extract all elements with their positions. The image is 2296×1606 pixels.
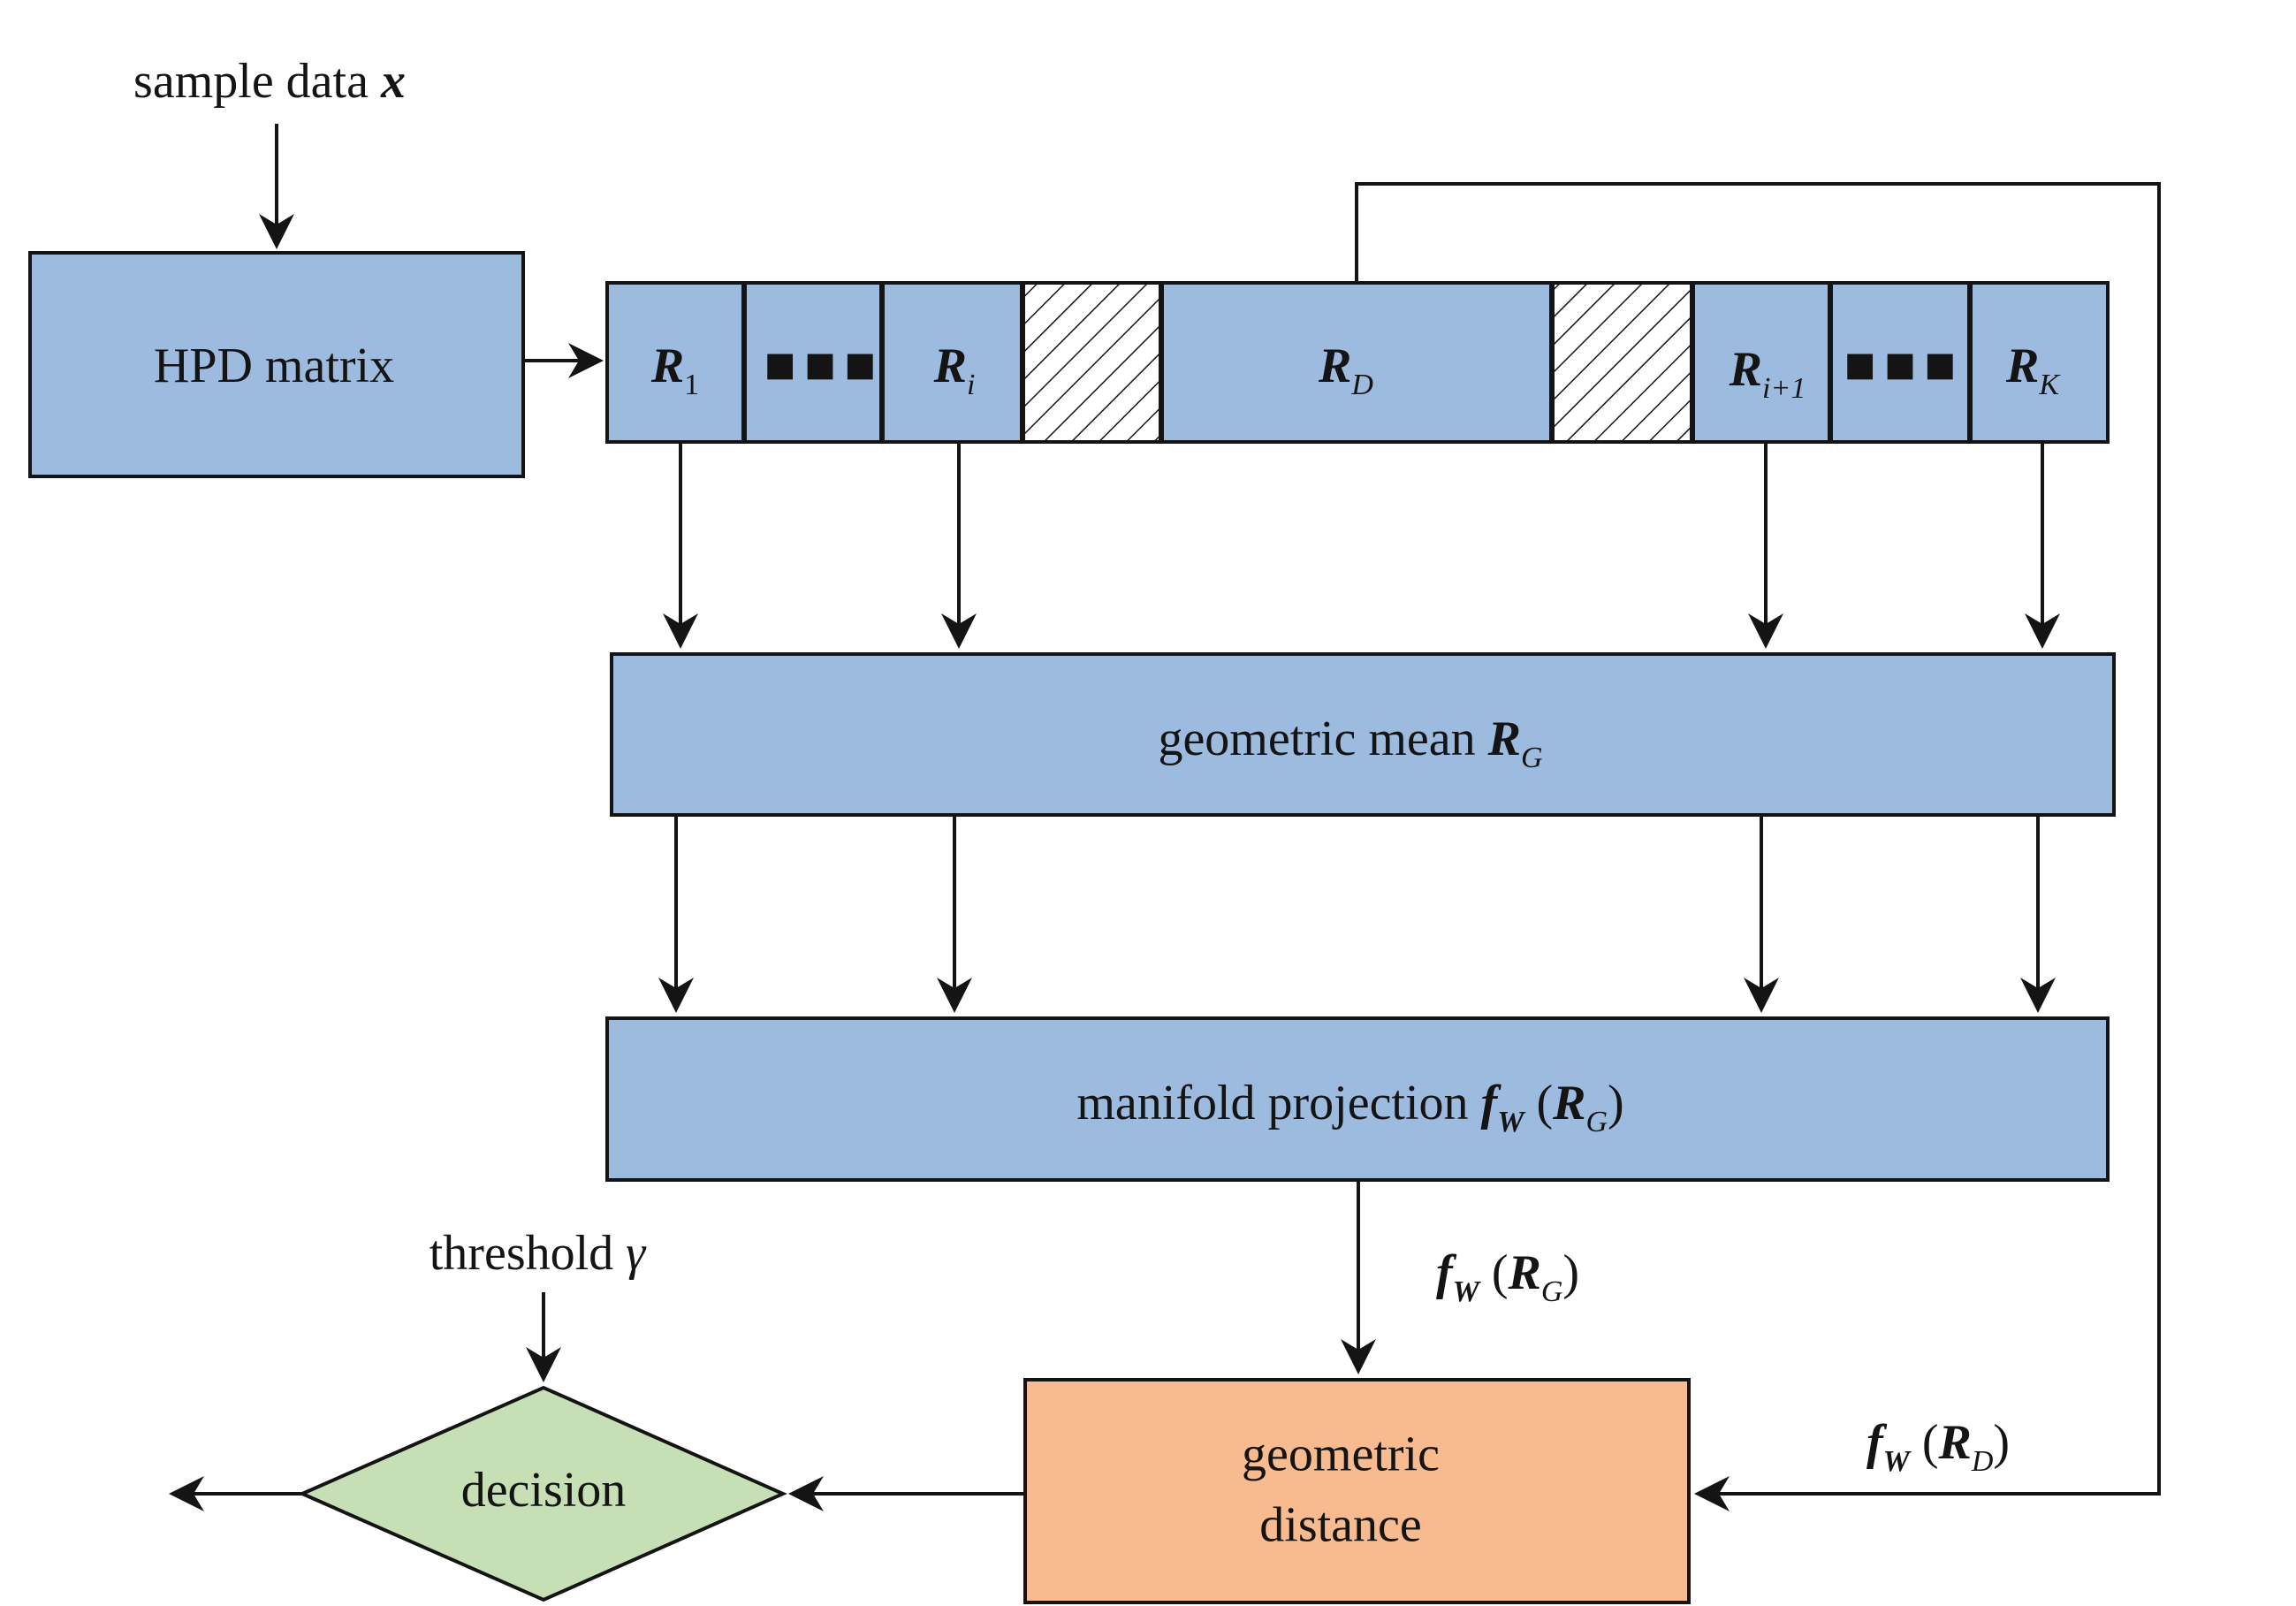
geometric-distance-label: geometric distance	[1242, 1420, 1440, 1560]
fw-rd-main: R	[1938, 1415, 1972, 1470]
cell-rk-main: R	[2005, 339, 2040, 393]
geometric-mean-label: geometric mean RG	[1158, 712, 1542, 773]
cell-rk-label: RK	[2005, 339, 2059, 400]
cell-rd-main: R	[1319, 339, 1352, 393]
cell-r1	[605, 281, 745, 444]
geometric-distance-line1: geometric	[1242, 1427, 1440, 1482]
decision-label: decision	[461, 1465, 627, 1515]
cell-ri-sub: i	[966, 369, 976, 401]
fw-rg-fsub: W	[1452, 1275, 1479, 1308]
threshold-label: threshold γ	[430, 1229, 646, 1278]
projection-sub: G	[1585, 1106, 1608, 1138]
hpd-matrix-text: HPD matrix	[153, 339, 395, 393]
fw-rd-open: (	[1909, 1415, 1939, 1470]
projection-open: (	[1524, 1076, 1554, 1130]
cell-ri-label: Ri	[933, 339, 976, 400]
partition-row	[605, 281, 2110, 444]
cell-r1-label: R1	[650, 339, 699, 400]
projection-f: f	[1480, 1076, 1498, 1130]
geometric-mean-main: R	[1487, 712, 1521, 766]
fw-rg-open: (	[1479, 1245, 1509, 1300]
input-var: x	[380, 54, 406, 109]
decision-text: decision	[460, 1463, 627, 1518]
fw-rg-close: )	[1562, 1245, 1580, 1300]
cell-rd	[1160, 281, 1553, 444]
fw-rd-fsub: W	[1882, 1445, 1910, 1478]
projection-main: R	[1553, 1076, 1586, 1130]
threshold-text: threshold	[429, 1226, 614, 1281]
threshold-var: γ	[626, 1226, 646, 1281]
cell-r1-sub: 1	[684, 369, 700, 401]
manifold-projection-box	[605, 1016, 2110, 1182]
hpd-matrix-box	[28, 251, 525, 478]
cell-rd-label: RD	[1319, 339, 1373, 400]
fw-rd-sub: D	[1971, 1445, 1994, 1478]
cell-ri1	[1692, 281, 1831, 444]
decision-diamond	[298, 1385, 787, 1602]
geometric-mean-text: geometric mean	[1158, 712, 1476, 766]
geometric-distance-line2: distance	[1259, 1497, 1422, 1552]
fw-rg-f: f	[1435, 1245, 1453, 1300]
manifold-projection-label: manifold projection fW (RG)	[1076, 1076, 1624, 1138]
cell-hatched-left	[1022, 281, 1162, 444]
dots-right-text: ▪▪▪	[1843, 332, 1963, 392]
input-label-text: sample data	[133, 54, 369, 109]
arrow-rd-feedback	[1355, 182, 2161, 1511]
cell-r1-main: R	[650, 339, 685, 393]
cell-dots-left-label: ▪▪▪	[763, 337, 883, 388]
cell-rd-sub: D	[1351, 369, 1373, 401]
cell-dots-left	[743, 281, 883, 444]
edge-label-fw-rd: fW (RD)	[1866, 1415, 2011, 1477]
projection-close: )	[1608, 1076, 1624, 1130]
geometric-distance-box	[1023, 1378, 1691, 1604]
fw-rd-f: f	[1866, 1415, 1883, 1470]
cell-hatched-right	[1551, 281, 1693, 444]
connectors	[169, 124, 2161, 1511]
dots-left-text: ▪▪▪	[763, 332, 883, 392]
hpd-matrix-label: HPD matrix	[154, 341, 394, 391]
geometric-mean-sub: G	[1520, 742, 1543, 774]
fw-rg-sub: G	[1540, 1275, 1563, 1308]
manifold-projection-text: manifold projection	[1076, 1076, 1469, 1130]
cell-rk	[1969, 281, 2110, 444]
cell-dots-right	[1829, 281, 1971, 444]
cell-ri-main: R	[933, 339, 967, 393]
cell-ri1-sub: i+1	[1761, 372, 1806, 405]
cell-dots-right-label: ▪▪▪	[1843, 337, 1963, 388]
input-label: sample data x	[133, 57, 406, 106]
fw-rd-close: )	[1993, 1415, 2011, 1470]
cell-ri1-main: R	[1729, 342, 1762, 397]
fw-rg-main: R	[1508, 1245, 1541, 1300]
geometric-mean-box	[610, 652, 2116, 817]
projection-fsub: W	[1497, 1106, 1524, 1138]
edge-label-fw-rg: fW (RG)	[1435, 1245, 1580, 1307]
cell-rk-sub: K	[2039, 369, 2060, 401]
cell-ri1-label: Ri+1	[1729, 342, 1806, 404]
